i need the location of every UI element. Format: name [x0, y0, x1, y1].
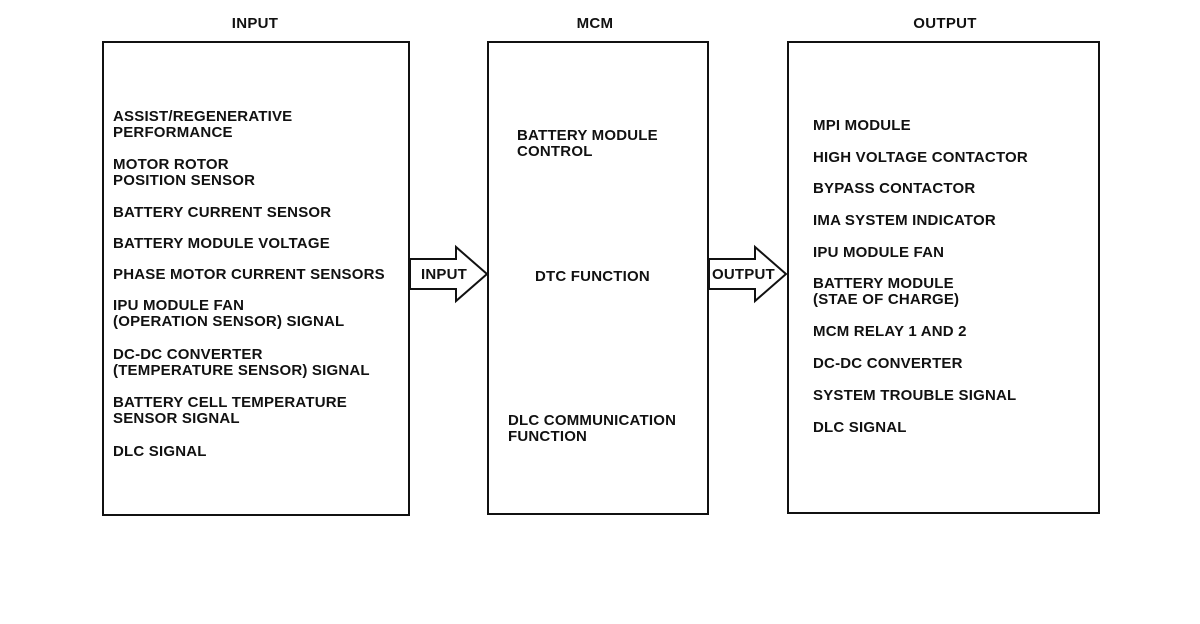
output-item-mcm-relay: MCM RELAY 1 AND 2 [813, 323, 967, 340]
input-item-assist-regenerative: ASSIST/REGENERATIVE PERFORMANCE [113, 108, 293, 141]
mcm-item-dtc-function: DTC FUNCTION [535, 268, 650, 285]
input-arrow-label: INPUT [421, 266, 467, 283]
output-item-mpi-module: MPI MODULE [813, 117, 911, 134]
output-heading: OUTPUT [913, 15, 977, 32]
output-item-bypass-contactor: BYPASS CONTACTOR [813, 180, 976, 197]
output-item-dcdc-converter: DC-DC CONVERTER [813, 355, 963, 372]
input-item-dlc-signal: DLC SIGNAL [113, 443, 207, 460]
input-item-battery-cell-temp: BATTERY CELL TEMPERATURE SENSOR SIGNAL [113, 394, 347, 427]
output-item-battery-module-soc: BATTERY MODULE (STAE OF CHARGE) [813, 275, 960, 308]
input-item-dcdc-converter-signal: DC-DC CONVERTER (TEMPERATURE SENSOR) SIG… [113, 346, 370, 379]
output-box [787, 41, 1100, 514]
input-item-motor-rotor: MOTOR ROTOR POSITION SENSOR [113, 156, 256, 189]
output-item-system-trouble-signal: SYSTEM TROUBLE SIGNAL [813, 387, 1017, 404]
output-arrow [708, 244, 788, 304]
mcm-box [487, 41, 709, 515]
mcm-item-dlc-communication: DLC COMMUNICATION FUNCTION [508, 412, 677, 445]
input-item-battery-module-voltage: BATTERY MODULE VOLTAGE [113, 235, 330, 252]
input-item-phase-motor-current: PHASE MOTOR CURRENT SENSORS [113, 266, 385, 283]
input-arrow [409, 244, 489, 304]
mcm-item-battery-module-control: BATTERY MODULE CONTROL [517, 127, 658, 160]
input-box [102, 41, 410, 516]
input-heading: INPUT [231, 15, 279, 32]
input-item-ipu-fan-signal: IPU MODULE FAN (OPERATION SENSOR) SIGNAL [113, 297, 345, 330]
output-arrow-label: OUTPUT [712, 266, 775, 283]
output-item-dlc-signal: DLC SIGNAL [813, 419, 907, 436]
mcm-heading: MCM [576, 15, 614, 32]
output-item-high-voltage-contactor: HIGH VOLTAGE CONTACTOR [813, 149, 1028, 166]
input-item-battery-current: BATTERY CURRENT SENSOR [113, 204, 332, 221]
output-item-ima-system-indicator: IMA SYSTEM INDICATOR [813, 212, 996, 229]
output-item-ipu-module-fan: IPU MODULE FAN [813, 244, 945, 261]
